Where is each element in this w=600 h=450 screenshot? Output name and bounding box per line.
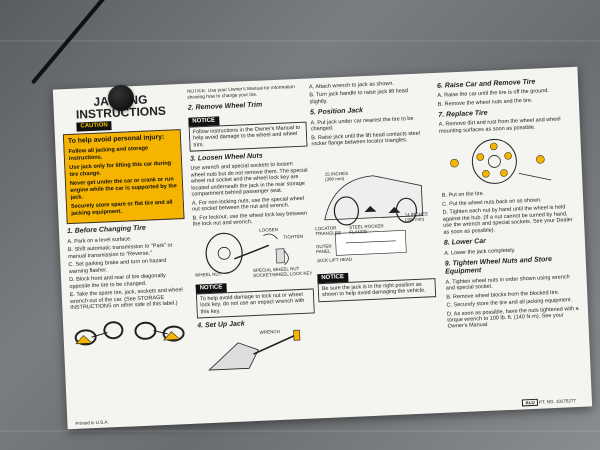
step-item: B. Turn jack handle to raise jack lift h… [309, 88, 409, 106]
column-3: A. Attach wrench to jack as shown. B. Tu… [309, 79, 441, 410]
distance-label: 15 INCHES (380 mm) [324, 170, 349, 182]
logo-text: ALU [522, 398, 538, 407]
grommet-hole [108, 85, 134, 111]
distance-label: 14 INCHES (355 mm) [404, 211, 428, 223]
warning-item: Follow all jacking and storage instructi… [68, 145, 149, 162]
wrench-label: WRENCH [259, 329, 280, 336]
notice-box: Follow instructions in the Owner's Manua… [188, 121, 308, 152]
step-item: D. Tighten each nut by hand until the wh… [442, 204, 573, 236]
lug-nut-figure [439, 131, 573, 191]
column-1: JACKING INSTRUCTIONS CAUTION To help avo… [61, 90, 193, 421]
hanging-cord [30, 0, 112, 85]
wheel-nut-figure: LOOSEN TIGHTEN WHEEL NUT SPECIAL WHEEL N… [193, 225, 313, 280]
notice-box: To help avoid damage to lock nut or whee… [195, 288, 315, 319]
warning-item: Use jack only for lifting this car durin… [69, 160, 172, 178]
column-4: 6. Raise Car and Remove Tire A. Raise th… [437, 73, 583, 404]
step-body: Use wrench and special sockets to loosen… [190, 161, 308, 198]
steel-flange-label: STEEL ROCKER FLANGE [348, 222, 384, 235]
warning-box: To help avoid personal injury: Follow al… [62, 129, 185, 225]
wheel-blocks-figure [71, 308, 191, 351]
warning-item: Securely store spare or flat tire and al… [70, 199, 173, 217]
outer-panel-label: OUTER PANEL [315, 243, 332, 255]
tighten-label: TIGHTEN [283, 233, 304, 240]
special-socket-label: SPECIAL WHEEL NUT SOCKET/WHEEL LOCK KEY [252, 265, 313, 279]
step-item: D. As soon as possible, have the nuts ti… [446, 305, 579, 331]
surface-streak [0, 430, 600, 432]
locator-triangles-label: LOCATOR TRIANGLES [315, 225, 341, 237]
printed-in-label: Printed in U.S.A. [75, 419, 109, 426]
jacking-instructions-label: JACKING INSTRUCTIONS CAUTION To help avo… [52, 66, 593, 430]
warning-item: Never get under the car or crank or run … [69, 176, 177, 201]
notice-tag: NOTICE [188, 115, 220, 127]
notice-tag: NOTICE [317, 272, 349, 283]
step-item: E. Take the spare tire, jack, sockets an… [69, 287, 183, 312]
jack-position-figure: 15 INCHES (380 mm) 14 INCHES (355 mm) LO… [312, 145, 435, 270]
caution-tag: CAUTION [76, 121, 113, 132]
column-2: NOTICE: Use your Owner's Manual for info… [187, 85, 319, 416]
jack-setup-figure: WRENCH [198, 328, 318, 377]
part-number: ALU PT. NO. 10276277 [522, 397, 576, 407]
surface-streak [0, 40, 600, 42]
loosen-label: LOOSEN [259, 226, 279, 233]
part-number-text: PT. NO. 10276277 [538, 397, 576, 405]
manual-reference: NOTICE: Use your Owner's Manual for info… [186, 85, 295, 101]
notice-tag: NOTICE [195, 282, 227, 294]
section-heading: 2. Remove Wheel Trim [187, 101, 263, 113]
